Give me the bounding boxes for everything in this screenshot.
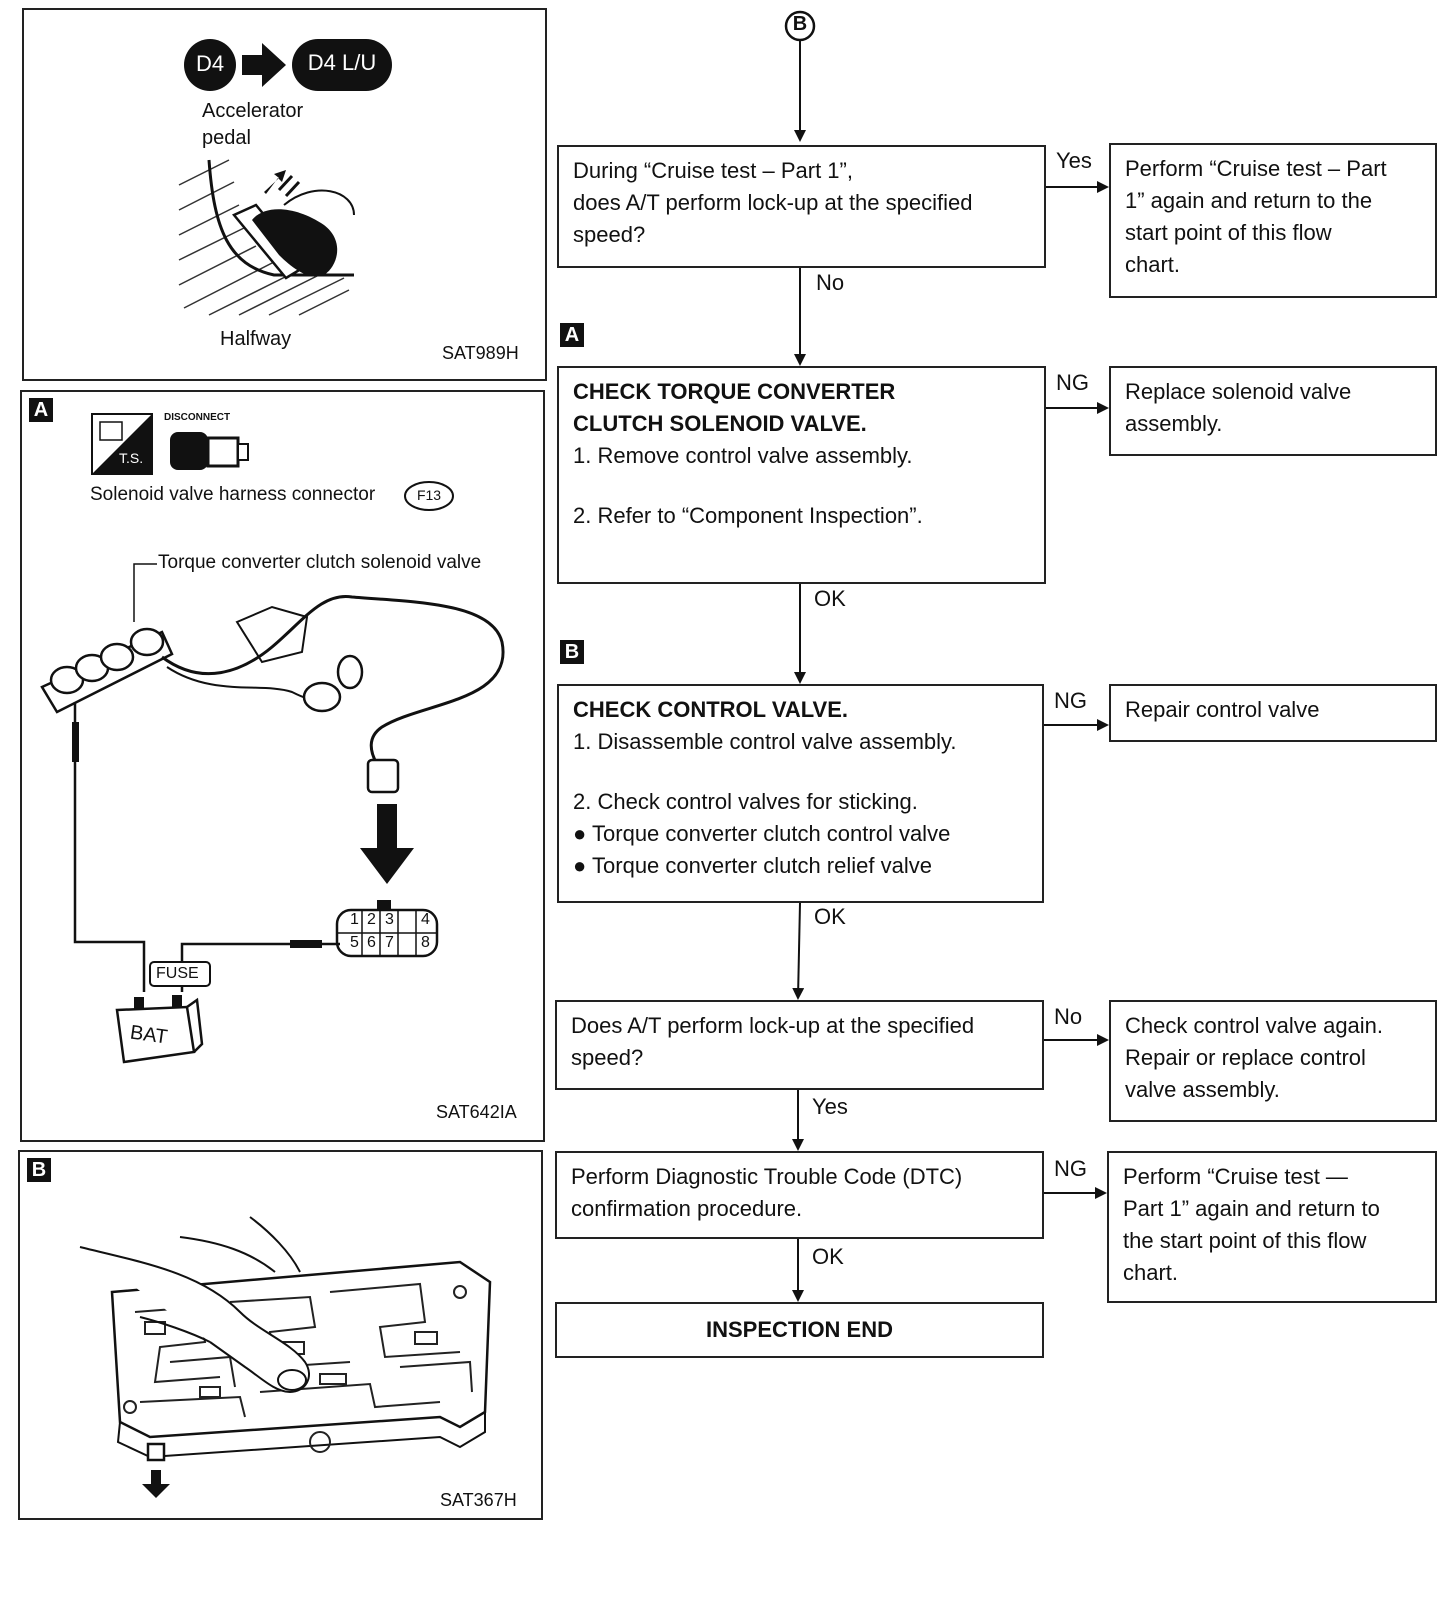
r1-line-4: chart. [1125, 252, 1181, 277]
result-repeat-cruise-test-1: Perform “Cruise test – Part 1” again and… [1109, 143, 1437, 298]
panel-solenoid-wiring: A [20, 390, 545, 1142]
fuse-label: FUSE [156, 965, 199, 982]
control-valve-illustration [79, 1216, 492, 1498]
r5-line-4: chart. [1123, 1260, 1179, 1285]
q1-yes-label: Yes [1056, 148, 1092, 173]
check-control-valve: CHECK CONTROL VALVE. 1. Disassemble cont… [557, 684, 1044, 903]
check2-title: CHECK CONTROL VALVE. [573, 697, 849, 722]
pedal-illustration [178, 39, 392, 316]
pin-5: 5 [350, 934, 359, 951]
pin-8: 8 [421, 934, 430, 951]
step-dtc-confirmation: Perform Diagnostic Trouble Code (DTC) co… [555, 1151, 1044, 1239]
check2-bullet-2: ● Torque converter clutch relief valve [573, 853, 932, 878]
flow-tag-a: A [560, 323, 584, 347]
check1-title-line-1: CHECK TORQUE CONVERTER [573, 379, 896, 404]
d4-lockup-label: D4 L/U [307, 50, 377, 75]
panel-tag-b: B [27, 1158, 51, 1182]
check1-ng-label: NG [1056, 370, 1089, 395]
question-cruise-test-lockup: During “Cruise test – Part 1”, does A/T … [557, 145, 1046, 268]
r4-line-3: valve assembly. [1125, 1077, 1280, 1102]
r4-line-1: Check control valve again. [1125, 1013, 1384, 1038]
check2-bullet-2-text: Torque converter clutch relief valve [592, 853, 932, 878]
panel-accelerator-pedal: D4 D4 L/U Accelerator pedal Halfway SAT9… [22, 8, 547, 381]
flow-start-marker: B [792, 13, 808, 35]
r5-line-2: Part 1” again and return to [1123, 1196, 1380, 1221]
panel-tag-a: A [29, 398, 53, 422]
pin-2: 2 [367, 911, 376, 928]
check2-step-2: 2. Check control valves for sticking. [573, 789, 918, 814]
r1-line-1: Perform “Cruise test – Part [1125, 156, 1387, 181]
q2-no-label: No [1054, 1004, 1083, 1029]
check2-bullet-1: ● Torque converter clutch control valve [573, 821, 951, 846]
figure-code-sat989h: SAT989H [442, 343, 519, 363]
flow-tag-b: B [560, 640, 584, 664]
pin-7: 7 [385, 934, 394, 951]
inspection-end-box: INSPECTION END [555, 1302, 1044, 1358]
check2-bullet-1-text: Torque converter clutch control valve [592, 821, 951, 846]
check1-title-line-2: CLUTCH SOLENOID VALVE. [573, 411, 867, 436]
q3-ng-label: NG [1054, 1156, 1087, 1181]
q1-line-3: speed? [573, 222, 646, 247]
check2-step-1: 1. Disassemble control valve assembly. [573, 729, 957, 754]
connector-id: F13 [416, 487, 442, 503]
q3-ok-label: OK [812, 1244, 844, 1269]
result-replace-solenoid-valve: Replace solenoid valve assembly. [1109, 366, 1437, 456]
pin-4: 4 [421, 911, 430, 928]
q3-line-2: confirmation procedure. [571, 1196, 803, 1221]
connector-label: Solenoid valve harness connector [90, 484, 376, 505]
ts-icon-label: T.S. [119, 450, 144, 466]
pin-3: 3 [385, 911, 394, 928]
panel-control-valve: B SAT367H [18, 1150, 543, 1520]
d4-label: D4 [195, 51, 225, 76]
figure-code-sat367h: SAT367H [440, 1490, 517, 1510]
check2-ok-label: OK [814, 904, 846, 929]
q1-line-2: does A/T perform lock-up at the specifie… [573, 190, 973, 215]
pedal-label: pedal [202, 127, 251, 149]
pin-1: 1 [350, 911, 359, 928]
question-lockup-specified-speed: Does A/T perform lock-up at the specifie… [555, 1000, 1044, 1090]
halfway-label: Halfway [220, 328, 292, 350]
q2-line-2: speed? [571, 1045, 644, 1070]
q2-line-1: Does A/T perform lock-up at the specifie… [571, 1013, 975, 1038]
solenoid-valve-label: Torque converter clutch solenoid valve [158, 552, 482, 573]
r2-line-1: Replace solenoid valve [1125, 379, 1352, 404]
result-repeat-cruise-test-2: Perform “Cruise test — Part 1” again and… [1107, 1151, 1437, 1303]
wiring-illustration [40, 413, 505, 1064]
check1-step-2: 2. Refer to “Component Inspection”. [573, 503, 923, 528]
r5-line-1: Perform “Cruise test — [1123, 1164, 1348, 1189]
check2-ng-label: NG [1054, 688, 1087, 713]
disconnect-label: DISCONNECT [164, 412, 231, 423]
r4-line-2: Repair or replace control [1125, 1045, 1366, 1070]
pin-6: 6 [367, 934, 376, 951]
check1-ok-label: OK [814, 586, 846, 611]
r1-line-2: 1” again and return to the [1125, 188, 1373, 213]
r2-line-2: assembly. [1125, 411, 1223, 436]
q2-yes-label: Yes [812, 1094, 848, 1119]
check-torque-converter-solenoid: CHECK TORQUE CONVERTER CLUTCH SOLENOID V… [557, 366, 1046, 584]
check1-step-1: 1. Remove control valve assembly. [573, 443, 913, 468]
result-repair-control-valve: Repair control valve [1109, 684, 1437, 742]
r5-line-3: the start point of this flow [1123, 1228, 1367, 1253]
q1-no-label: No [816, 270, 845, 295]
figure-code-sat642ia: SAT642IA [436, 1102, 517, 1122]
result-check-control-valve-again: Check control valve again. Repair or rep… [1109, 1000, 1437, 1122]
r1-line-3: start point of this flow [1125, 220, 1332, 245]
q3-line-1: Perform Diagnostic Trouble Code (DTC) [571, 1164, 963, 1189]
accelerator-label: Accelerator [202, 100, 304, 122]
q1-line-1: During “Cruise test – Part 1”, [573, 158, 853, 183]
r3-line-1: Repair control valve [1125, 697, 1320, 722]
